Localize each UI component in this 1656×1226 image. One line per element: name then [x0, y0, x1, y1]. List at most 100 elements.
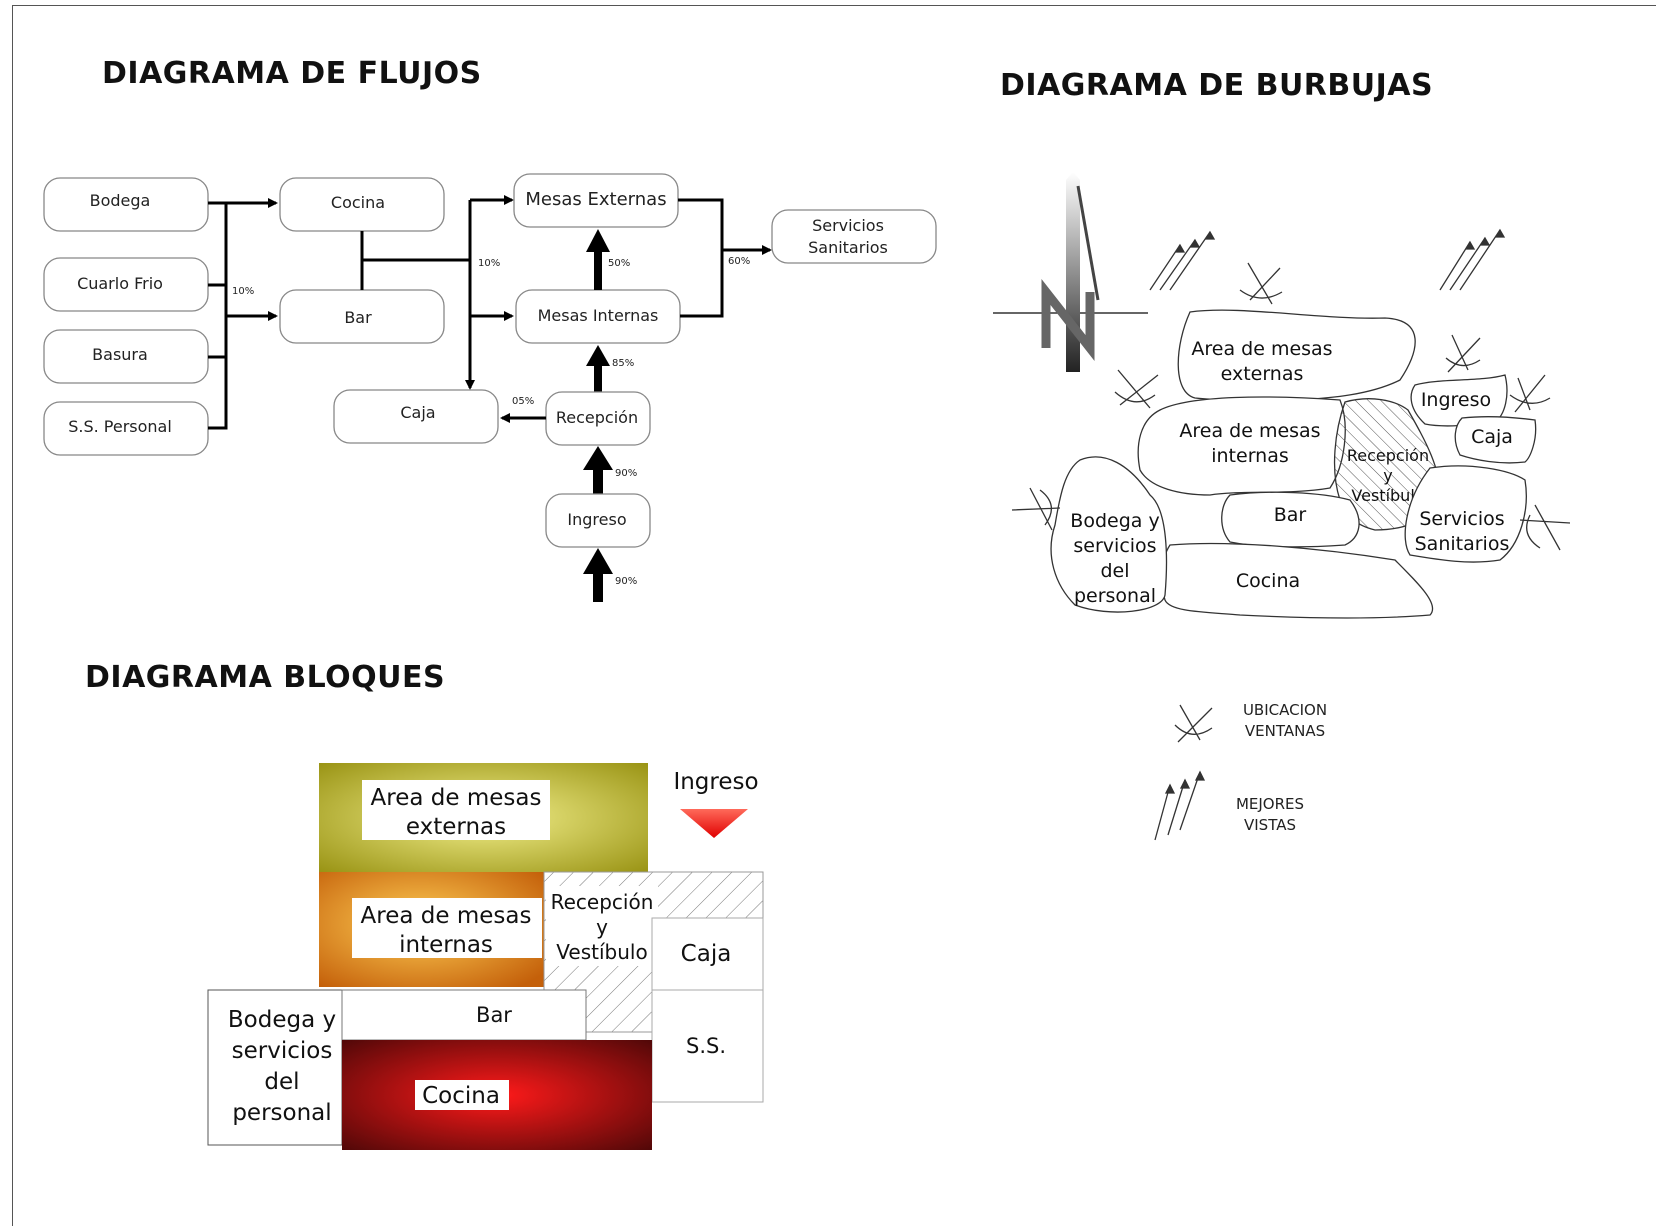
block-recepcion-label-bg — [546, 886, 658, 966]
flow-node-mesas-externas: Mesas Externas — [513, 173, 679, 228]
block-bodega-label-3: del — [264, 1069, 299, 1095]
legend-window-icon — [1174, 704, 1213, 743]
flow-sanitarios-bus — [678, 198, 724, 318]
block-mesas-externas-label-bg — [362, 780, 550, 840]
legend-view-icon — [1154, 770, 1206, 841]
flow-node-recepcion-label: Recepción — [556, 408, 638, 427]
block-bar — [341, 989, 587, 1041]
flow-thick-arrow-head — [586, 345, 610, 366]
flow-node-basura-label: Basura — [92, 345, 148, 364]
legend-windows-label-1: UBICACION — [1243, 701, 1327, 719]
flow-node-cocina-label: Cocina — [331, 193, 385, 212]
block-ingreso-label: Ingreso — [673, 769, 758, 795]
flow-diagram-title: DIAGRAMA DE FLUJOS — [102, 56, 482, 91]
flow-thick-arrow-head — [586, 229, 610, 252]
north-arrow-icon — [993, 172, 1148, 372]
flow-supply-bus — [208, 201, 228, 430]
flow-node-servicios-label-2: Sanitarios — [808, 238, 888, 257]
flow-node-bodega: Bodega — [43, 177, 209, 232]
flow-node-recepcion: Recepción — [545, 391, 651, 446]
bubble-caja — [1454, 416, 1537, 464]
block-caja — [651, 917, 764, 991]
block-cocina-label: Cocina — [422, 1083, 500, 1109]
flow-node-ss-personal-label: S.S. Personal — [68, 417, 172, 436]
flow-node-ss-personal: S.S. Personal — [43, 401, 209, 456]
best-view-icon — [1149, 228, 1506, 291]
flow-thick-arrow-shaft — [593, 570, 603, 602]
bubble-bodega-label-4: personal — [1074, 585, 1156, 607]
flow-node-bodega-label: Bodega — [90, 191, 151, 210]
flow-node-bar: Bar — [279, 289, 445, 344]
bubble-caja-label: Caja — [1471, 426, 1513, 448]
bubble-servicios-sanitarios — [1404, 465, 1527, 563]
block-diagram: Ingreso Area de mesas externas Area de m… — [207, 763, 764, 1150]
bubble-mesas-externas-label-2: externas — [1221, 363, 1304, 385]
bubble-bar-label: Bar — [1274, 504, 1307, 526]
bubble-bar — [1221, 491, 1360, 548]
block-bar-label: Bar — [476, 1003, 512, 1027]
flow-node-servicios-label-1: Servicios — [812, 216, 884, 235]
bubble-legend: UBICACION VENTANAS MEJORES VISTAS — [1154, 701, 1327, 841]
block-bodega-label-4: personal — [232, 1100, 331, 1126]
block-mesas-internas-label-1: Area de mesas — [361, 903, 532, 929]
flow-node-basura: Basura — [43, 329, 209, 384]
flow-pct-supply: 10% — [232, 286, 254, 297]
block-mesas-internas-label-bg — [352, 898, 542, 958]
bubble-mesas-externas-label-1: Area de mesas — [1191, 338, 1332, 360]
bubble-mesas-internas-label-1: Area de mesas — [1179, 420, 1320, 442]
flow-node-cuarto-frio-label: Cuarlo Frio — [77, 274, 163, 293]
flow-thick-arrow-shaft — [593, 466, 603, 494]
block-ss-label: S.S. — [686, 1034, 726, 1058]
block-ss — [651, 989, 764, 1103]
flow-node-cuarto-frio: Cuarlo Frio — [43, 257, 209, 312]
flow-pct-recepcion-internas: 85% — [612, 358, 634, 369]
block-bodega-label-2: servicios — [232, 1038, 333, 1064]
block-diagram-title: DIAGRAMA BLOQUES — [85, 660, 446, 695]
block-recepcion-label-2: y — [596, 915, 608, 939]
bubble-cocina — [1161, 542, 1434, 619]
bubble-bodega-label-1: Bodega y — [1070, 510, 1159, 532]
frame-top-line — [12, 5, 1656, 6]
bubble-servicios-label-1: Servicios — [1419, 508, 1504, 530]
flow-thick-arrow-head — [583, 548, 613, 574]
flow-node-mesas-externas-label: Mesas Externas — [525, 189, 666, 210]
flow-node-mesas-internas-label: Mesas Internas — [538, 306, 659, 325]
block-mesas-internas-label-2: internas — [399, 932, 493, 958]
flow-node-cocina: Cocina — [279, 177, 445, 232]
block-bodega — [207, 989, 343, 1146]
bubble-bodega — [1050, 456, 1168, 613]
bubble-servicios-label-2: Sanitarios — [1415, 533, 1510, 555]
bubble-diagram: Area de mesas externas Area de mesas int… — [993, 172, 1571, 619]
flow-pct-entry: 90% — [615, 576, 637, 587]
bubble-diagram-title: DIAGRAMA DE BURBUJAS — [1000, 68, 1434, 103]
bubble-ingreso-label: Ingreso — [1421, 389, 1491, 411]
flow-pct-sanitarios: 60% — [728, 256, 750, 267]
bubble-mesas-internas-label-2: internas — [1211, 445, 1289, 467]
flow-node-caja: Caja — [333, 389, 499, 444]
flow-node-caja-label: Caja — [400, 403, 435, 422]
block-mesas-externas-label-2: externas — [406, 814, 506, 840]
flow-node-ingreso: Ingreso — [545, 493, 651, 548]
bubble-recepcion-label-3: Vestíbulo — [1351, 486, 1424, 505]
flow-pct-internas-externas: 50% — [608, 258, 630, 269]
frame-left-line — [12, 5, 13, 1226]
block-ingreso-arrow-icon — [680, 809, 748, 838]
block-cocina-label-bg — [415, 1080, 509, 1110]
flow-thick-arrow-shaft — [594, 364, 602, 392]
flow-pct-recepcion-caja: 05% — [512, 396, 534, 407]
bubble-bodega-label-2: servicios — [1073, 535, 1156, 557]
flow-node-ingreso-label: Ingreso — [567, 510, 626, 529]
block-recepcion-label-3: Vestíbulo — [556, 940, 647, 964]
bubble-mesas-externas — [1177, 309, 1416, 401]
bubble-bodega-label-3: del — [1100, 560, 1129, 582]
flow-node-servicios-sanitarios: Servicios Sanitarios — [771, 209, 937, 264]
legend-views-label-2: VISTAS — [1244, 816, 1296, 834]
block-bodega-label-1: Bodega y — [228, 1007, 336, 1033]
block-caja-label: Caja — [681, 941, 732, 967]
block-mesas-externas-label-1: Area de mesas — [371, 785, 542, 811]
legend-windows-label-2: VENTANAS — [1245, 722, 1325, 740]
flow-node-mesas-internas: Mesas Internas — [515, 289, 681, 344]
flow-pct-ingreso-recepcion: 90% — [615, 468, 637, 479]
bubble-mesas-internas — [1137, 396, 1346, 496]
window-location-icon — [1011, 262, 1571, 551]
